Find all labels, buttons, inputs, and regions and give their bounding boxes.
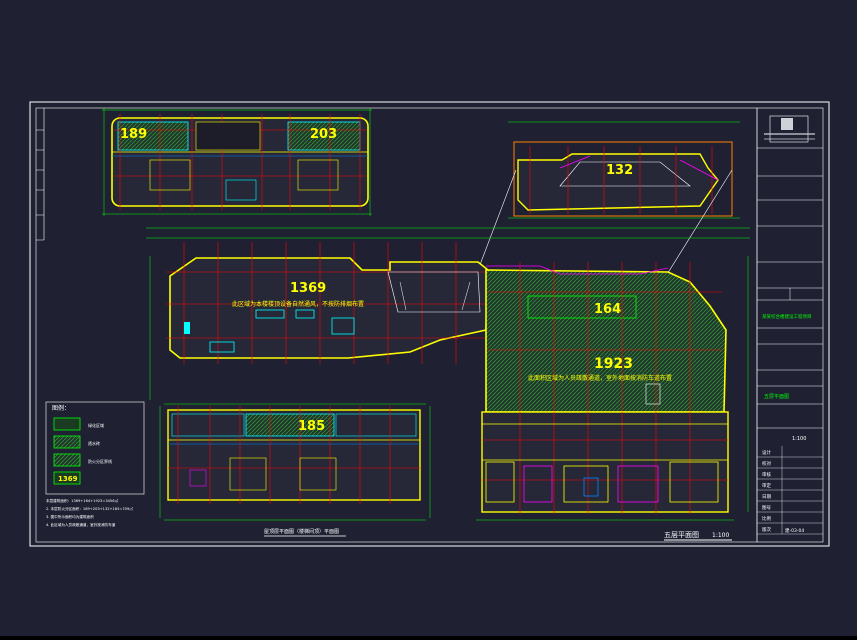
- title-block-field-1: 设计: [762, 449, 771, 456]
- legend-swatch-3: 防火分区界线: [53, 453, 112, 467]
- title-block-field-5: 日期: [762, 494, 771, 500]
- title-block-field-3: 审核: [762, 471, 771, 478]
- main-plan-scale: 1:100: [712, 532, 729, 539]
- area-note-main-right: 此面积区域为人员疏散通道，室外地面按消防车道布置: [528, 374, 672, 382]
- legend-swatch-1: 绿化区域: [53, 417, 104, 431]
- left-binding-strip: [36, 108, 45, 241]
- main-plan-title: 五层平面图: [664, 531, 699, 539]
- area-label-main-left: 1369: [290, 281, 326, 296]
- title-block-field-7: 比例: [762, 515, 771, 522]
- legend-item-1: 绿化区域: [88, 422, 104, 428]
- area-label-main-right-large: 1923: [594, 356, 633, 372]
- legend-note-4: 4. 此区域为人员疏散通道，室外按消防车道: [46, 522, 116, 527]
- area-label-top-right: 132: [606, 163, 633, 178]
- area-label-bottom-left: 185: [298, 419, 325, 434]
- plan-top-left: 189 203: [102, 108, 372, 216]
- area-note-main-left: 此区域为本楼楼顶设备自然通风，不按防排烟布置: [232, 300, 364, 308]
- legend-heading: 图例：: [52, 404, 70, 412]
- plan-main: 1369 此区域为本楼楼顶设备自然通风，不按防排烟布置 164 1923 此面积…: [146, 227, 750, 541]
- legend-swatch-4: 1369: [53, 471, 81, 485]
- legend-item-3: 防火分区界线: [88, 458, 112, 464]
- area-label-top-left-a: 189: [120, 127, 147, 142]
- legend: 图例： 绿化区域 透水砖 防火分区界线 1369 本层建筑面积：1369+164…: [45, 401, 145, 527]
- area-label-main-right-small: 164: [594, 302, 621, 317]
- title-block-drawing-name: 五层平面图: [764, 394, 789, 400]
- legend-note-1: 本层建筑面积：1369+164+1923=3456㎡: [46, 498, 118, 503]
- title-block-project: 某某综合楼建设工程项目: [762, 313, 812, 320]
- plan-bottom-left: 185 屋顶层平面图（楼梯间顶）平面图: [159, 403, 431, 537]
- title-block-field-8: 版次: [762, 526, 771, 533]
- title-block-field-2: 校对: [762, 460, 771, 467]
- title-block-scale: 1:100: [792, 436, 806, 442]
- drawing-frame: [29, 101, 830, 547]
- company-logo: [764, 118, 815, 140]
- legend-note-3: 3. 图中所示面积均为建筑面积: [46, 514, 94, 519]
- legend-swatch-2: 透水砖: [53, 435, 100, 449]
- legend-item-2: 透水砖: [88, 440, 100, 446]
- legend-note-2: 2. 本层防火分区面积：189+203+132+185=709㎡: [46, 506, 133, 511]
- plan-top-right: 132: [508, 121, 740, 219]
- area-label-top-left-b: 203: [310, 127, 337, 142]
- legend-item-4: 1369: [58, 475, 78, 483]
- title-block-field-6: 图号: [762, 505, 771, 511]
- title-block-field-4: 审定: [762, 482, 771, 489]
- bottom-left-plan-title: 屋顶层平面图（楼梯间顶）平面图: [264, 528, 339, 535]
- title-block-sheet-number: 建-03-04: [785, 527, 804, 534]
